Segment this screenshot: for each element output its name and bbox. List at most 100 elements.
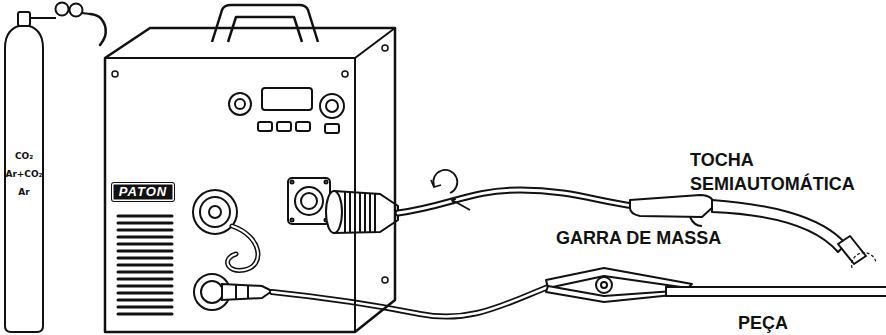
vent-grill xyxy=(118,215,172,218)
vent-grill xyxy=(118,271,172,274)
welder-body xyxy=(105,28,395,332)
control-panel xyxy=(229,88,344,133)
power-socket xyxy=(235,285,237,299)
brand-logo: PATON xyxy=(112,183,174,201)
ground-cable xyxy=(272,287,548,317)
machine-screws xyxy=(112,71,118,77)
part-label: TOCHA SEMIAUTOMÁTICA xyxy=(690,148,870,196)
polarity-cable-core xyxy=(228,226,258,270)
welding-torch xyxy=(690,217,702,226)
gas-cylinder xyxy=(5,25,43,332)
square-socket xyxy=(291,219,294,222)
ground-cable-core xyxy=(272,287,548,317)
vent-grill xyxy=(118,306,172,309)
gas-name: Ar xyxy=(4,186,44,198)
gas-name: Ar+CO₂ xyxy=(4,168,44,180)
vent-grill xyxy=(118,264,172,267)
gas-cylinder-outline xyxy=(0,0,90,333)
control-panel xyxy=(258,122,272,131)
polarity-cable xyxy=(228,226,258,270)
torch-cable xyxy=(398,190,634,213)
machine-screws xyxy=(342,71,348,77)
rotate-symbol xyxy=(452,200,470,210)
machine-screws xyxy=(382,45,388,51)
ground-clamp xyxy=(546,268,692,288)
regulator-outlet xyxy=(82,13,90,14)
machine-handle xyxy=(228,17,302,42)
part-label: GARRA DE MASSA xyxy=(556,226,766,250)
welding-torch xyxy=(630,195,714,217)
control-panel xyxy=(229,93,251,115)
control-panel xyxy=(326,100,338,112)
rotate-symbol xyxy=(433,170,457,193)
polarity-cable xyxy=(228,226,258,270)
vent-grill xyxy=(118,313,172,316)
vent-grill xyxy=(118,222,172,225)
control-panel xyxy=(235,99,245,109)
square-socket xyxy=(291,181,294,184)
vent-grill xyxy=(118,216,172,314)
euro-socket xyxy=(209,206,221,218)
ground-clamp xyxy=(596,277,612,293)
regulator-pipe xyxy=(30,17,56,19)
arc-spot xyxy=(852,253,876,268)
vent-grill xyxy=(118,292,172,295)
torch-plug xyxy=(344,192,346,233)
torch-cable-core xyxy=(398,190,634,213)
machine-handle xyxy=(212,5,318,42)
square-socket xyxy=(301,193,317,209)
torch-plug xyxy=(364,193,366,233)
workpiece xyxy=(666,287,886,296)
vent-grill xyxy=(118,236,172,239)
vent-grill xyxy=(118,299,172,302)
pressure-gauge xyxy=(70,4,83,17)
ground-clamp xyxy=(601,282,607,288)
part-label: PEÇA xyxy=(738,311,838,335)
power-socket xyxy=(194,274,272,310)
square-socket xyxy=(288,178,330,224)
torch-plug xyxy=(334,191,398,233)
square-socket xyxy=(295,187,323,215)
gas-cylinder: CO₂ Ar+CO₂ Ar xyxy=(0,0,90,333)
welder-edges xyxy=(105,28,395,332)
vent-grill xyxy=(118,243,172,246)
torch-plug xyxy=(374,194,376,232)
machine-screws xyxy=(382,277,388,283)
vent-grill xyxy=(118,229,172,232)
torch-plug xyxy=(326,191,398,233)
control-panel xyxy=(296,122,310,131)
torch-cable xyxy=(398,190,634,213)
vent-grill xyxy=(118,250,172,253)
welding-torch xyxy=(838,236,866,264)
welding-torch xyxy=(712,200,846,252)
torch-plug xyxy=(349,192,351,233)
workpiece xyxy=(666,287,886,296)
welding-machine: PATON xyxy=(100,0,400,335)
machine-screws xyxy=(112,45,388,283)
cylinder-valve xyxy=(18,12,30,26)
ground-cable-core xyxy=(272,287,548,317)
torch-plug xyxy=(359,193,361,233)
power-socket xyxy=(247,285,249,299)
control-panel xyxy=(325,124,339,133)
vent-grill xyxy=(118,257,172,260)
square-socket xyxy=(288,178,330,224)
welding-machine-outline xyxy=(100,0,400,335)
control-panel xyxy=(262,88,312,110)
rotate-symbol xyxy=(431,170,470,210)
euro-socket xyxy=(200,197,230,227)
power-socket xyxy=(222,284,272,300)
arc-spot xyxy=(852,253,876,268)
rotate-symbol xyxy=(431,180,441,187)
polarity-cable-core xyxy=(228,226,258,270)
rotate-symbol xyxy=(452,199,456,204)
control-panel xyxy=(277,122,291,131)
gas-name: CO₂ xyxy=(4,150,44,162)
ground-cable xyxy=(272,287,548,317)
pressure-gauge xyxy=(56,3,69,16)
control-panel xyxy=(320,94,344,118)
vent-grill xyxy=(118,285,172,288)
